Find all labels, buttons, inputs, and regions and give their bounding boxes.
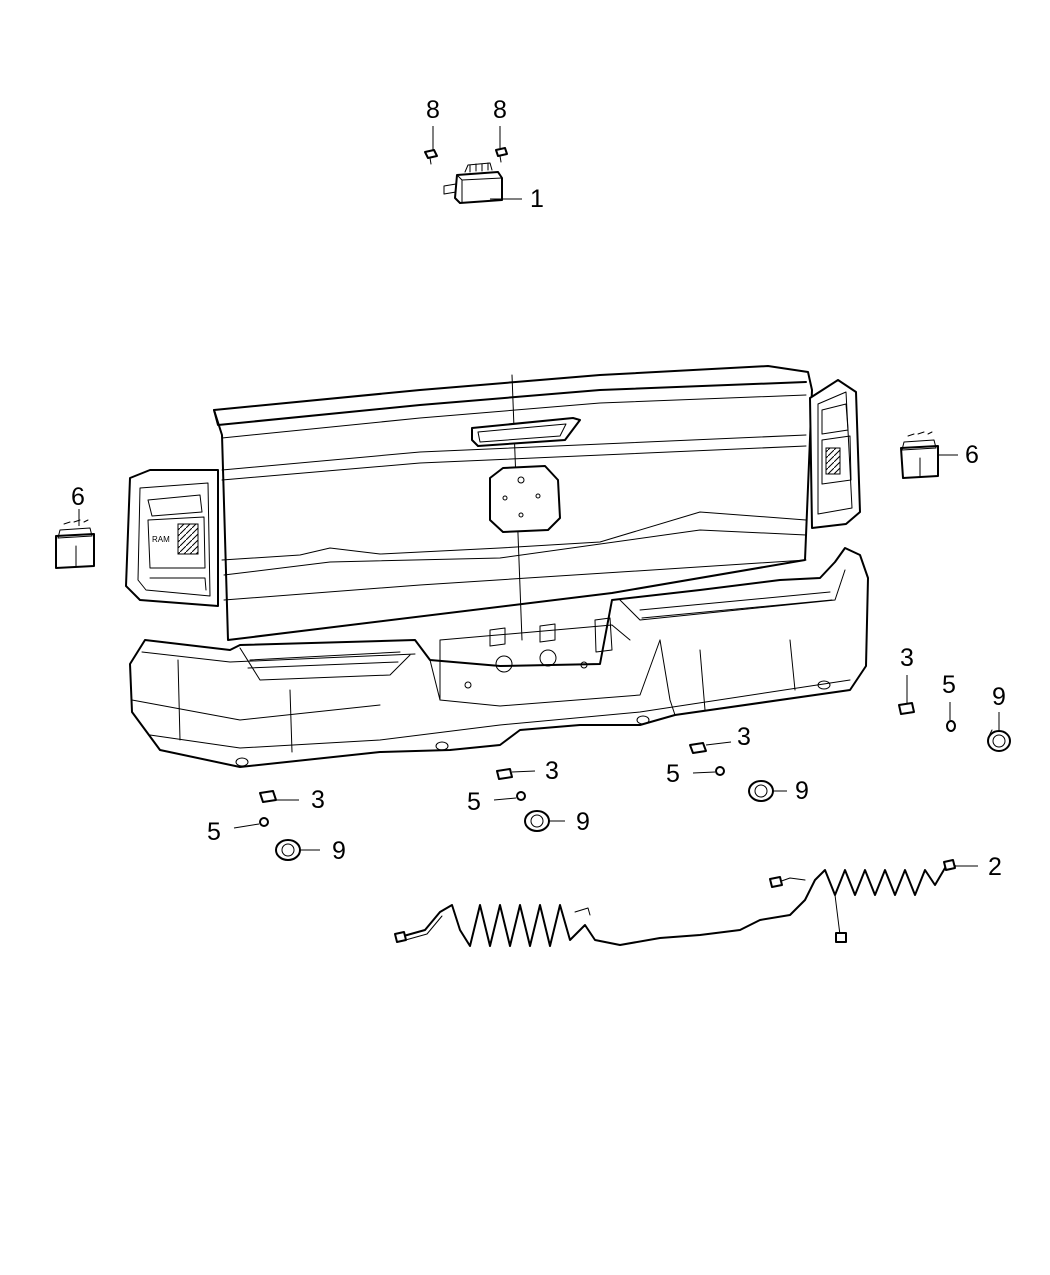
clip-3-right	[898, 702, 915, 715]
callout-3-right: 3	[900, 644, 914, 672]
clip-3-midright	[689, 742, 707, 754]
callout-9-center: 9	[576, 808, 590, 836]
callout-9-left: 9	[332, 837, 346, 865]
sensor-9-right	[987, 729, 1011, 752]
control-module	[443, 162, 503, 204]
svg-text:RAM: RAM	[152, 535, 170, 544]
callout-3-midright: 3	[737, 723, 751, 751]
callout-2: 2	[988, 853, 1002, 881]
grommet-5-right	[946, 720, 956, 732]
grommet-5-left	[259, 817, 269, 827]
sensor-9-midright	[748, 780, 774, 802]
callout-3-center: 3	[545, 757, 559, 785]
callout-8-right: 8	[493, 96, 507, 124]
lamp-socket-right	[900, 431, 939, 479]
callout-5-midright: 5	[666, 760, 680, 788]
callout-6-left: 6	[71, 483, 85, 511]
right-tail-lamp	[809, 379, 861, 529]
callout-5-center: 5	[467, 788, 481, 816]
left-tail-lamp: RAM	[125, 469, 219, 607]
pin-fastener-right	[495, 147, 508, 163]
grommet-5-midright	[715, 766, 725, 776]
pin-fastener-left	[424, 149, 438, 165]
callout-5-left: 5	[207, 818, 221, 846]
callout-3-left: 3	[311, 786, 325, 814]
callout-9-midright: 9	[795, 777, 809, 805]
callout-9-right: 9	[992, 683, 1006, 711]
lamp-socket-left	[55, 519, 95, 569]
grommet-5-center	[516, 791, 526, 801]
rear-bumper	[129, 547, 869, 768]
callout-1: 1	[530, 185, 544, 213]
callout-8-left: 8	[426, 96, 440, 124]
callout-5-right: 5	[942, 671, 956, 699]
callout-6-right: 6	[965, 441, 979, 469]
tailgate	[213, 365, 813, 641]
sensor-9-left	[275, 839, 301, 861]
clip-3-center	[496, 768, 513, 780]
sensor-9-center	[524, 810, 550, 832]
clip-3-left	[259, 790, 277, 803]
wiring-harness	[394, 859, 956, 947]
